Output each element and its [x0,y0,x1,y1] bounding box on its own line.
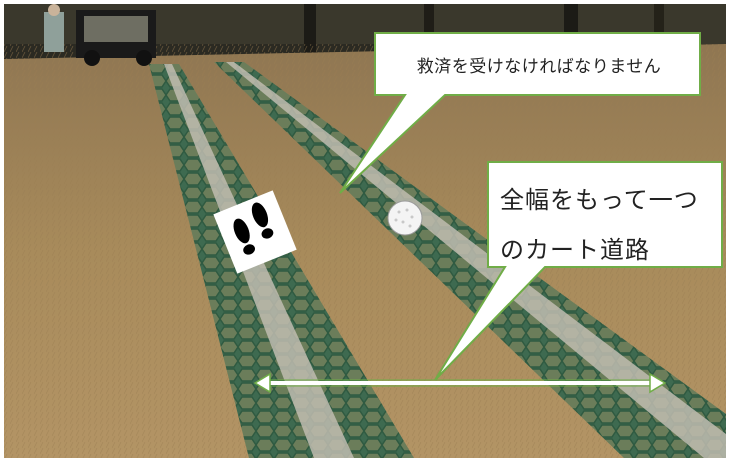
path-callout-line2: のカート道路 [500,236,650,264]
golf-ball-icon [387,200,423,236]
relief-callout [339,32,701,194]
path-callout-line1: 全幅をもって一つ [500,186,699,214]
path-callout-text: 全幅をもって一つ のカート道路 [500,175,720,275]
footprints-icon [213,190,297,274]
relief-callout-text: 救済を受けなければなりません [416,57,662,77]
path-callout [434,161,723,381]
double-headed-arrow [253,372,667,394]
golf-cart [76,10,156,66]
golf-course-photo [4,4,726,458]
person [44,4,64,52]
